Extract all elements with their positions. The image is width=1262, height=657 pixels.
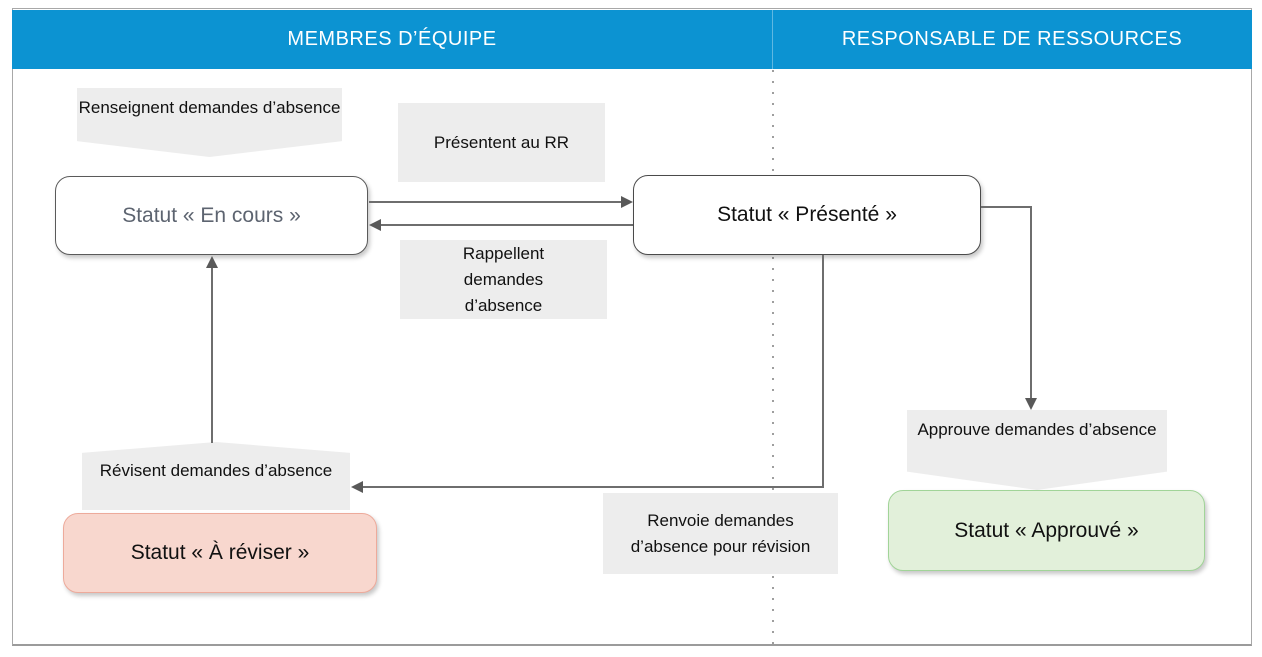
state-box-approuve: Statut « Approuvé » [888, 490, 1205, 571]
lane-title-team-members: MEMBRES D’ÉQUIPE [287, 28, 497, 50]
arrowhead-left-into-en-cours [369, 219, 381, 231]
connector-presente-to-revisent-horizontal [362, 486, 824, 488]
arrowhead-down-into-approuve-banner [1025, 398, 1037, 410]
banner-approuve-demandes: Approuve demandes d’absence [907, 410, 1167, 490]
arrowhead-right-into-presente [621, 196, 633, 208]
state-box-a-reviser: Statut « À réviser » [63, 513, 377, 593]
banner-renseignent-demandes: Renseignent demandes d’absence [77, 88, 342, 157]
arrowhead-up-into-en-cours [206, 256, 218, 268]
connector-presente-to-revisent-vertical [822, 255, 824, 488]
swimlane-header: MEMBRES D’ÉQUIPE RESPONSABLE DE RESSOURC… [12, 10, 1252, 69]
state-box-presente: Statut « Présenté » [633, 175, 981, 255]
connector-presente-to-en-cours [381, 224, 633, 226]
connector-presente-to-approuve-horizontal [981, 206, 1032, 208]
connector-en-cours-to-presente [369, 201, 622, 203]
state-box-en-cours: Statut « En cours » [55, 176, 368, 255]
banner-revisent-demandes: Révisent demandes d’absence [82, 442, 350, 510]
lane-title-resource-manager: RESPONSABLE DE RESSOURCES [841, 28, 1183, 50]
action-label-renvoie-demandes: Renvoie demandes d’absence pour révision [603, 493, 838, 574]
action-label-rappellent-demandes: Rappellent demandes d’absence [400, 240, 607, 319]
connector-presente-to-approuve-vertical [1030, 206, 1032, 399]
connector-revisent-to-en-cours [211, 266, 213, 443]
lane-header-divider [772, 10, 773, 69]
action-label-presentent-au-rr: Présentent au RR [398, 103, 605, 182]
lane-separator-dotted-line [772, 70, 774, 644]
arrowhead-left-into-revisent-banner [351, 481, 363, 493]
